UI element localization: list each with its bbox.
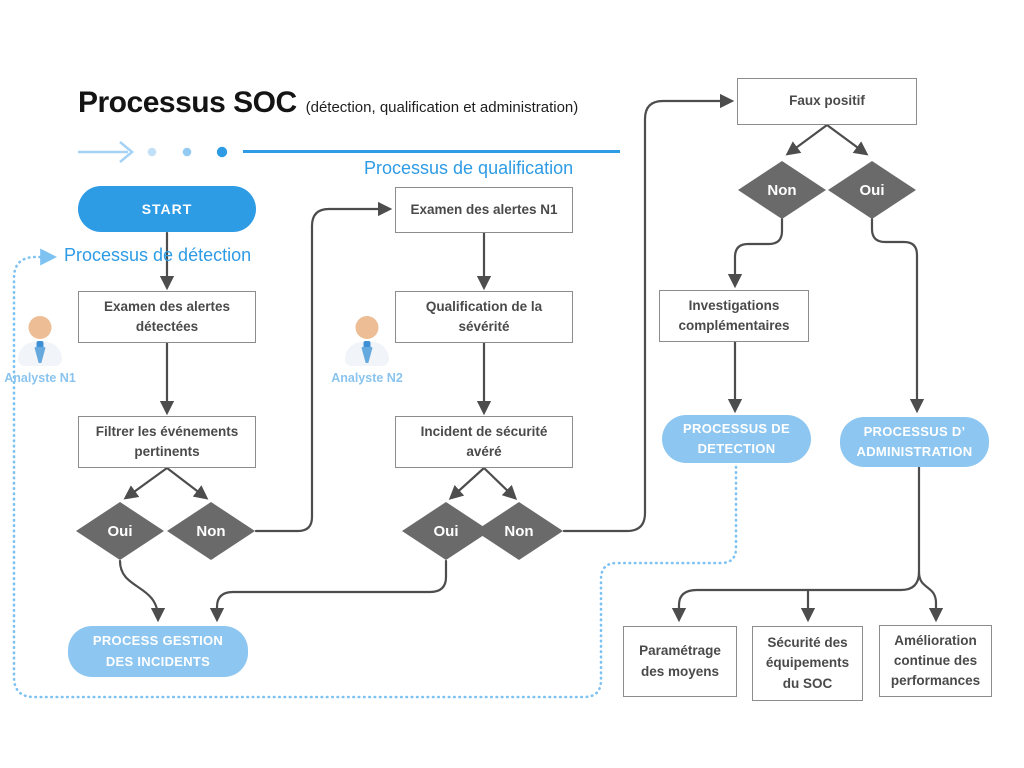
- connector-oui2-to-incidents: [209, 559, 448, 623]
- connector-oui3-to-administration: [870, 217, 925, 414]
- connector-faux-to-non3: [785, 123, 829, 156]
- qualification-section-label: Processus de qualification: [364, 158, 574, 178]
- page-subtitle: (détection, qualification et administrat…: [305, 99, 579, 116]
- connector-administration-to-amelioration: [917, 570, 944, 623]
- node-label: Incident de sécurité avéré: [420, 423, 548, 459]
- connector-detection-loop-dotted: [12, 248, 738, 699]
- node-faux-positif: Faux positif: [737, 78, 917, 125]
- page-header: Processus SOC (détection, qualification …: [78, 86, 578, 120]
- node-label: Examen des alertes N1: [410, 201, 558, 217]
- page-title: Processus SOC: [78, 86, 297, 119]
- decoration-dot-3: [216, 146, 228, 158]
- decision-label: Oui: [107, 522, 133, 540]
- connector-oui1-to-incidents: [118, 559, 166, 623]
- analyst-head-icon: [355, 316, 379, 339]
- connector-administration-to-parametrage: [671, 465, 921, 623]
- node-processus-detection: PROCESSUS DE DETECTION: [662, 415, 811, 463]
- node-label: Filtrer les événements pertinents: [95, 423, 239, 459]
- connector-incident-to-oui2: [448, 466, 486, 500]
- decoration-arrow-head-icon: [119, 141, 135, 163]
- analyst-n1-label: Analyste N1: [4, 371, 76, 385]
- node-processus-administration: PROCESSUS D’ ADMINISTRATION: [840, 417, 989, 467]
- node-label: Paramétrage des moyens: [639, 643, 721, 679]
- node-label: Amélioration continue des performances: [890, 632, 981, 689]
- node-examen-alertes-n1: Examen des alertes N1: [395, 187, 573, 233]
- node-label: PROCESSUS D’ ADMINISTRATION: [856, 423, 973, 459]
- node-label: Investigations complémentaires: [678, 297, 790, 333]
- connector-faux-to-oui3: [825, 123, 869, 156]
- node-incident-securite: Incident de sécurité avéré: [395, 416, 573, 468]
- start-node: START: [78, 186, 256, 232]
- analyst-tie-icon: [361, 344, 373, 363]
- decision-label: Non: [196, 522, 226, 540]
- decision-label: Non: [767, 181, 797, 199]
- connector-filtrer-to-non1: [165, 466, 209, 500]
- connector-non3-to-investigations: [727, 217, 784, 289]
- node-label: PROCESSUS DE DETECTION: [683, 420, 790, 456]
- node-qualification-severite: Qualification de la sévérité: [395, 291, 573, 343]
- analyst-tie-knot-icon: [36, 341, 44, 347]
- analyst-tie-icon: [34, 344, 46, 363]
- node-process-gestion-incidents: PROCESS GESTION DES INCIDENTS: [68, 626, 248, 677]
- connector-non2-to-faux-positif: [562, 93, 735, 533]
- detection-section-label: Processus de détection: [64, 245, 252, 265]
- connector-incident-to-non2: [482, 466, 518, 500]
- decision-label: Oui: [859, 181, 885, 199]
- header-decoration: [78, 141, 620, 163]
- node-amelioration-performances: Amélioration continue des performances: [879, 625, 992, 697]
- node-label: Qualification de la sévérité: [425, 298, 543, 334]
- decoration-dot-1: [147, 147, 157, 157]
- analyst-tie-knot-icon: [363, 341, 371, 347]
- node-label: Faux positif: [789, 93, 865, 109]
- connector-filtrer-to-oui1: [123, 466, 169, 500]
- node-parametrage-moyens: Paramétrage des moyens: [623, 626, 737, 697]
- analyst-head-icon: [28, 316, 52, 339]
- start-label: START: [141, 201, 193, 217]
- decision-label: Non: [504, 522, 534, 540]
- decoration-dot-2: [182, 147, 192, 157]
- node-label: Sécurité des équipements du SOC: [765, 635, 850, 691]
- analyst-n2-label: Analyste N2: [331, 371, 403, 385]
- node-examen-alertes-detectees: Examen des alertes détectées: [78, 291, 256, 343]
- decision-label: Oui: [433, 522, 459, 540]
- analyst-n2-icon: [345, 316, 389, 366]
- node-investigations: Investigations complémentaires: [659, 290, 809, 342]
- connector-non1-to-examen-n1: [254, 201, 393, 533]
- node-securite-equipements: Sécurité des équipements du SOC: [752, 626, 863, 701]
- node-label: Examen des alertes détectées: [103, 298, 231, 334]
- node-label: PROCESS GESTION DES INCIDENTS: [92, 633, 224, 669]
- node-filtrer-evenements: Filtrer les événements pertinents: [78, 416, 256, 468]
- analyst-n1-icon: [18, 316, 62, 366]
